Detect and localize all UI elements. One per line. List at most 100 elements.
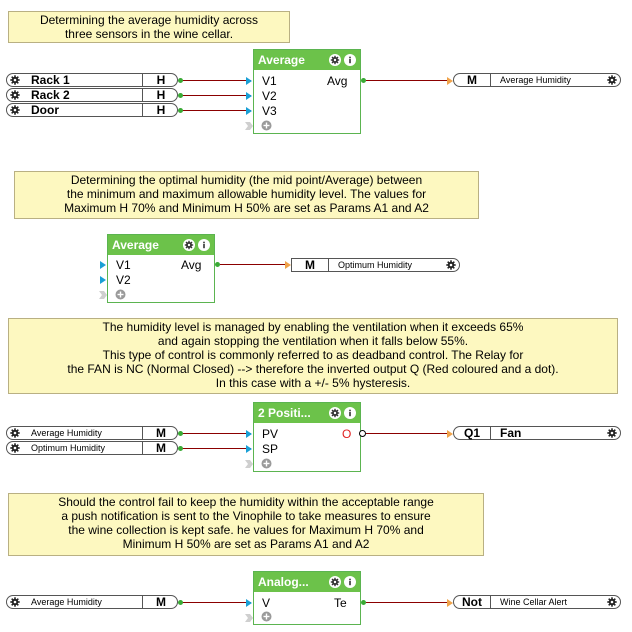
input-type: M — [156, 426, 166, 440]
input-type: H — [156, 88, 166, 102]
input-rack-2[interactable]: Rack 2 H — [6, 88, 178, 102]
input-arrow — [246, 430, 252, 438]
gear-icon[interactable] — [607, 428, 617, 438]
settings-icon[interactable] — [329, 407, 341, 419]
extend-icon — [245, 614, 253, 622]
output-name: Average Humidity — [500, 75, 571, 85]
input-name: Rack 2 — [31, 88, 70, 102]
note-line: The humidity level is managed by enablin… — [102, 320, 524, 334]
connector-dot — [178, 93, 183, 98]
input-type: M — [156, 441, 166, 455]
block-average-2[interactable]: Average V1 V2 Avg — [107, 234, 215, 303]
note-line: Determining the average humidity across — [39, 13, 259, 27]
add-input-icon[interactable] — [261, 458, 272, 469]
connector-dot — [178, 431, 183, 436]
pin-pv: PV — [262, 427, 279, 441]
gear-icon[interactable] — [10, 105, 20, 115]
info-icon[interactable] — [344, 576, 356, 588]
info-icon[interactable] — [344, 54, 356, 66]
note-line: Determining the optimal humidity (the mi… — [70, 173, 423, 187]
output-arrow — [285, 261, 291, 269]
note-average-humidity: Determining the average humidity across … — [8, 11, 290, 43]
output-average-humidity[interactable]: M Average Humidity — [453, 73, 621, 87]
output-fan[interactable]: Q1 Fan — [453, 426, 621, 440]
note-line: the wine collection is kept safe. he val… — [68, 523, 424, 537]
input-name: Optimum Humidity — [31, 443, 106, 453]
block-two-position[interactable]: 2 Positi... PV SP O — [253, 402, 361, 472]
info-icon[interactable] — [198, 239, 210, 251]
output-dot — [361, 600, 366, 605]
pin-v1: V1 — [116, 258, 131, 272]
output-arrow — [447, 77, 453, 85]
wire — [181, 433, 251, 434]
output-wine-cellar-alert[interactable]: Not Wine Cellar Alert — [453, 595, 621, 609]
note-push-notification: Should the control fail to keep the humi… — [8, 493, 484, 556]
input-arrow — [246, 77, 252, 85]
output-type: Q1 — [463, 426, 480, 440]
input-name: Average Humidity — [31, 597, 102, 607]
extend-icon — [245, 460, 253, 468]
output-name: Wine Cellar Alert — [500, 597, 568, 607]
note-line: Minimum H 50% are set as Params A1 and A… — [122, 537, 370, 551]
input-arrow — [100, 276, 106, 284]
input-arrow — [100, 261, 106, 269]
settings-icon[interactable] — [329, 576, 341, 588]
settings-icon[interactable] — [183, 239, 195, 251]
gear-icon[interactable] — [10, 443, 20, 453]
input-name: Average Humidity — [31, 428, 102, 438]
note-optimal-humidity: Determining the optimal humidity (the mi… — [14, 171, 479, 219]
settings-icon[interactable] — [329, 54, 341, 66]
gear-icon[interactable] — [10, 75, 20, 85]
connector-dot — [178, 600, 183, 605]
input-rack-1[interactable]: Rack 1 H — [6, 73, 178, 87]
input-average-humidity-alert[interactable]: Average Humidity M — [6, 595, 178, 609]
divider — [142, 427, 143, 439]
info-icon[interactable] — [344, 407, 356, 419]
note-line: three sensors in the wine cellar. — [64, 27, 234, 41]
add-input-icon[interactable] — [115, 289, 126, 300]
input-average-humidity[interactable]: Average Humidity M — [6, 426, 178, 440]
output-dot — [215, 262, 220, 267]
pin-avg: Avg — [327, 74, 348, 88]
gear-icon[interactable] — [446, 260, 456, 270]
input-arrow — [246, 107, 252, 115]
extend-icon — [245, 122, 253, 130]
gear-icon[interactable] — [10, 90, 20, 100]
input-optimum-humidity[interactable]: Optimum Humidity M — [6, 441, 178, 455]
input-type: M — [156, 595, 166, 609]
block-average-1[interactable]: Average V1 V2 V3 Avg — [253, 49, 361, 134]
note-line: Should the control fail to keep the humi… — [58, 495, 434, 509]
note-line: the FAN is NC (Normal Closed) --> theref… — [67, 362, 559, 376]
wire — [181, 95, 251, 96]
wire — [181, 448, 251, 449]
gear-icon[interactable] — [10, 597, 20, 607]
gear-icon[interactable] — [607, 597, 617, 607]
connector-dot — [178, 108, 183, 113]
divider — [142, 89, 143, 101]
input-name: Door — [31, 103, 59, 117]
input-type: H — [156, 103, 166, 117]
block-analog[interactable]: Analog... V Te — [253, 571, 361, 625]
divider — [490, 596, 491, 608]
input-type: H — [156, 73, 166, 87]
add-input-icon[interactable] — [261, 120, 272, 131]
divider — [490, 74, 491, 86]
divider — [142, 442, 143, 454]
output-name: Optimum Humidity — [338, 260, 413, 270]
inverted-output-dot — [359, 430, 366, 437]
input-arrow — [246, 599, 252, 607]
input-arrow — [246, 445, 252, 453]
pin-v: V — [262, 596, 271, 610]
pin-avg: Avg — [181, 258, 202, 272]
pin-o-inverted: O — [342, 427, 352, 441]
output-optimum-humidity[interactable]: M Optimum Humidity — [291, 258, 460, 272]
divider — [142, 74, 143, 86]
pin-v2: V2 — [262, 89, 277, 103]
output-dot — [361, 78, 366, 83]
input-door[interactable]: Door H — [6, 103, 178, 117]
pin-v1: V1 — [262, 74, 277, 88]
gear-icon[interactable] — [10, 428, 20, 438]
note-line: the minimum and maximum allowable humidi… — [66, 187, 427, 201]
gear-icon[interactable] — [607, 75, 617, 85]
add-input-icon[interactable] — [261, 611, 272, 622]
